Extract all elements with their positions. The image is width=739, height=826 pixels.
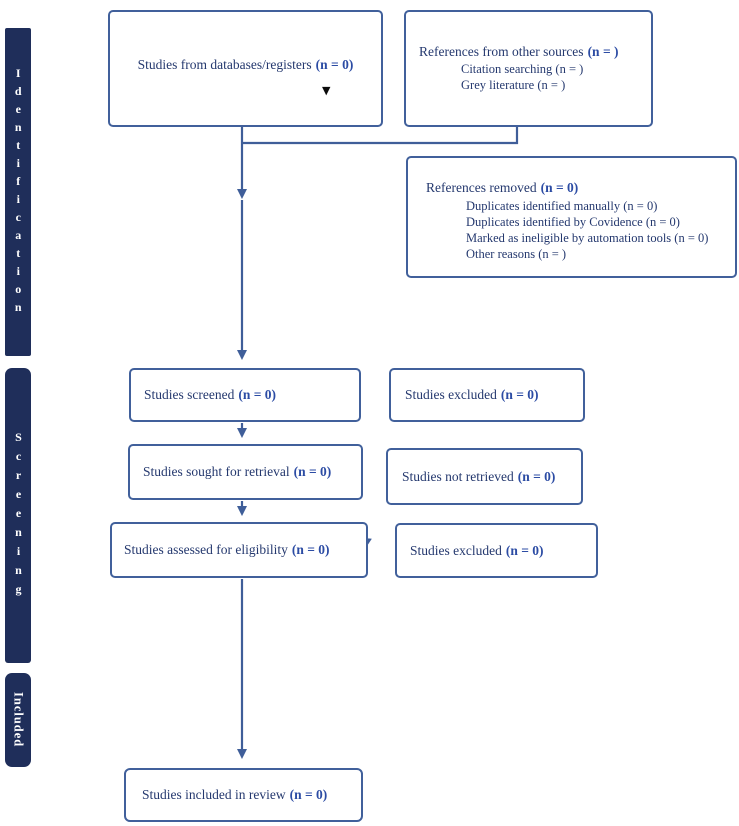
stage-label-screening: Screening (11, 430, 26, 601)
stage-label-identification: Identification (11, 66, 26, 318)
subline-duplicates-manual: Duplicates identified manually (n = 0) (466, 199, 658, 213)
box-studies-not-retrieved: Studies not retrieved(n = 0) (386, 448, 583, 505)
studies-included-count: (n = 0) (289, 787, 328, 802)
references-removed-label: References removed (426, 180, 537, 195)
studies-databases-text: Studies from databases/registers(n = 0) (110, 57, 381, 73)
references-other-label: References from other sources (419, 44, 584, 59)
subline-grey-literature: Grey literature (n = ) (461, 78, 566, 92)
subline-ineligible-automation: Marked as ineligible by automation tools… (466, 231, 709, 245)
box-references-removed: References removed(n = 0) Duplicates ide… (406, 156, 737, 278)
studies-assessed-count: (n = 0) (291, 542, 330, 557)
stage-bar-screening: Screening (5, 368, 31, 663)
dropdown-caret-icon[interactable]: ▼ (322, 84, 331, 97)
studies-excluded-screening-label: Studies excluded (405, 387, 497, 402)
stage-bar-identification: Identification (5, 28, 31, 356)
studies-databases-label: Studies from databases/registers (137, 57, 312, 72)
box-studies-included-review: Studies included in review(n = 0) (124, 768, 363, 822)
studies-sought-count: (n = 0) (293, 464, 332, 479)
stage-label-included: Included (11, 692, 26, 748)
subline-other-reasons: Other reasons (n = ) (466, 247, 567, 261)
stage-bar-included: Included (5, 673, 31, 767)
studies-databases-count: (n = 0) (315, 57, 354, 72)
studies-included-label: Studies included in review (142, 787, 286, 802)
studies-screened-count: (n = 0) (238, 387, 277, 402)
subline-duplicates-covidence: Duplicates identified by Covidence (n = … (466, 215, 680, 229)
box-studies-assessed-eligibility: Studies assessed for eligibility(n = 0) (110, 522, 368, 578)
references-removed-count: (n = 0) (540, 180, 579, 195)
box-studies-screened: Studies screened(n = 0) (129, 368, 361, 422)
studies-excluded-screening-count: (n = 0) (500, 387, 539, 402)
studies-not-retrieved-label: Studies not retrieved (402, 468, 514, 484)
studies-screened-label: Studies screened (144, 387, 235, 402)
box-studies-sought-retrieval: Studies sought for retrieval(n = 0) (128, 444, 363, 500)
studies-sought-label: Studies sought for retrieval (143, 464, 290, 479)
references-other-sublines: Citation searching (n = ) Grey literatur… (461, 61, 651, 93)
references-other-title: References from other sources(n = ) (419, 44, 651, 60)
connector-other-sources-stub (243, 127, 519, 145)
references-other-count: (n = ) (587, 44, 619, 59)
references-removed-title: References removed(n = 0) (426, 180, 735, 196)
studies-excluded-eligibility-count: (n = 0) (505, 542, 544, 558)
box-references-other-sources: References from other sources(n = ) Cita… (404, 10, 653, 127)
box-studies-excluded-screening: Studies excluded(n = 0) (389, 368, 585, 422)
studies-excluded-eligibility-label: Studies excluded (410, 542, 502, 558)
references-removed-sublines: Duplicates identified manually (n = 0) D… (466, 198, 735, 262)
box-studies-databases: Studies from databases/registers(n = 0) … (108, 10, 383, 127)
box-studies-excluded-eligibility: Studies excluded(n = 0) (395, 523, 598, 578)
studies-not-retrieved-count: (n = 0) (517, 468, 556, 484)
studies-assessed-label: Studies assessed for eligibility (124, 542, 288, 557)
subline-citation-searching: Citation searching (n = ) (461, 62, 584, 76)
